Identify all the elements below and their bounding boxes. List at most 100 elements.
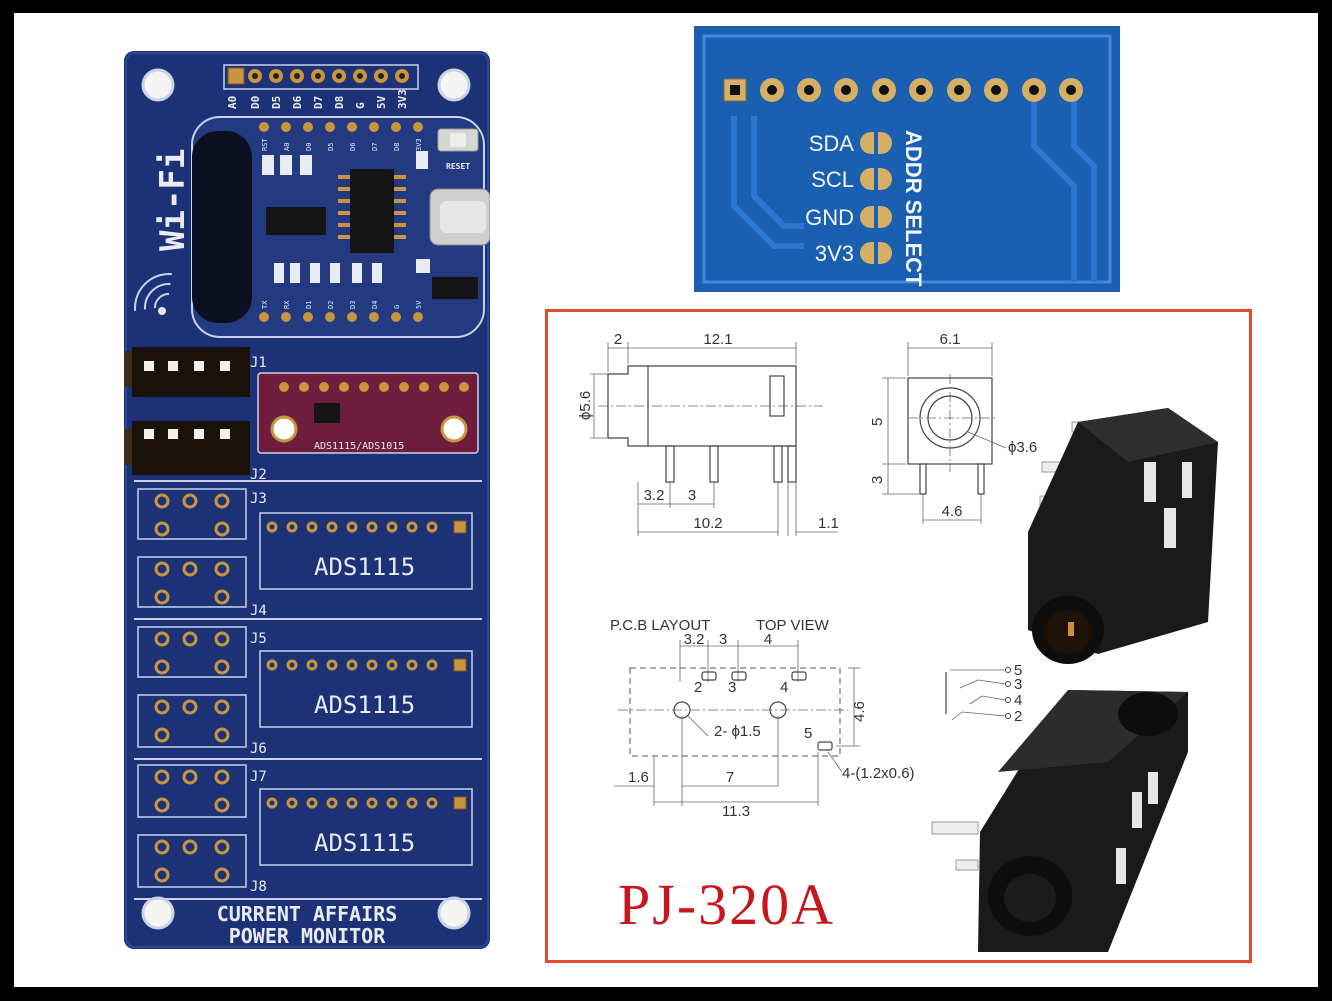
dimension-drawing: 2 12.1 ϕ5.6 3.2 3 10.2 1.1 <box>577 331 1218 952</box>
ads-socket-label: ADS1115 <box>314 691 415 719</box>
usb-serial-chip <box>350 169 394 253</box>
dim-front-bottom: 4.6 <box>942 503 963 520</box>
module-pin-label: A0 <box>283 143 291 151</box>
module-pin-label: D2 <box>327 301 335 309</box>
audio-jack-j1 <box>124 347 250 397</box>
module-pin-label: RST <box>261 138 269 151</box>
reset-label: RESET <box>446 162 470 171</box>
header-label: G <box>354 102 367 109</box>
module-pin-label: D8 <box>393 143 401 151</box>
jack-label: J6 <box>250 741 267 757</box>
board-title-line2: POWER MONITOR <box>229 924 386 948</box>
module-pin-label: G <box>393 305 401 309</box>
dim-side-height: ϕ5.6 <box>577 391 594 420</box>
ads-socket-label: ADS1115 <box>314 829 415 857</box>
header-label: 5V <box>375 95 388 109</box>
jack-label: J4 <box>250 603 267 619</box>
module-pin-label: TX <box>261 300 269 309</box>
schematic-pin: 3 <box>1014 676 1022 693</box>
layout-pin-num: 4 <box>780 679 788 696</box>
jack-footprint-j3 <box>137 488 247 540</box>
header-label: D5 <box>270 96 283 109</box>
addr-pin-label: GND <box>805 205 854 230</box>
dim-front-width: 6.1 <box>940 331 961 348</box>
jack-label: J5 <box>250 631 267 647</box>
dim-side-bottom: 10.2 <box>693 515 722 532</box>
reset-button <box>437 128 479 152</box>
header-label: A0 <box>226 96 239 109</box>
header-label: 3V3 <box>396 89 409 109</box>
header-label: D6 <box>291 95 304 109</box>
addr-pin-label: SDA <box>809 131 855 156</box>
layout-pin-num: 2 <box>694 679 702 696</box>
module-pin-label: 3V3 <box>415 138 423 151</box>
module-pin-label: D1 <box>305 301 313 309</box>
jack-footprint-j7 <box>137 764 247 818</box>
jack-footprint-j6 <box>137 694 247 748</box>
header-pads <box>223 64 419 90</box>
addr-pin-label: 3V3 <box>815 241 854 266</box>
ads-socket-label: ADS1115 <box>314 553 415 581</box>
dim-layout-height: 4.6 <box>851 701 868 722</box>
dim-side-length: 12.1 <box>703 331 732 348</box>
product-image-canvas: A0 D0 D5 D6 D7 D8 G 5V 3V3 Wi-Fi <box>14 13 1318 987</box>
dim-layout-total: 11.3 <box>722 803 750 820</box>
addr-pin-label: SCL <box>811 167 854 192</box>
jack-footprint-j4 <box>137 556 247 608</box>
header-label: D0 <box>249 96 262 109</box>
wifi-icon <box>134 273 172 315</box>
dim-front-h2: 3 <box>869 476 886 484</box>
part-number: PJ-320A <box>618 872 835 937</box>
front-view: 6.1 5 3 ϕ3.6 4.6 <box>869 331 1037 524</box>
header-label: D7 <box>312 96 325 109</box>
jack-photo-bottom <box>931 690 1188 952</box>
module-pin-label: RX <box>283 300 291 309</box>
top-view-label: TOP VIEW <box>756 617 830 634</box>
module-pin-label: D3 <box>349 301 357 309</box>
power-monitor-pcb: A0 D0 D5 D6 D7 D8 G 5V 3V3 Wi-Fi <box>124 51 490 949</box>
dim-layout-left: 1.6 <box>628 769 649 786</box>
module-pin-label: D7 <box>371 143 379 151</box>
dim-layout-mid: 7 <box>726 769 734 786</box>
layout-pin-num: 5 <box>804 725 812 742</box>
addr-header-pads <box>723 78 1083 102</box>
jack-label: J2 <box>250 467 267 483</box>
jack-label: J8 <box>250 879 267 895</box>
wifi-label: Wi-Fi <box>153 149 193 251</box>
jack-photo-top <box>1028 408 1218 664</box>
schematic-pin: 5 <box>1014 662 1022 679</box>
board-title-line1: CURRENT AFFAIRS <box>217 902 398 926</box>
jack-label: J1 <box>250 355 267 371</box>
pj320a-drawing-panel: 2 12.1 ϕ5.6 3.2 3 10.2 1.1 <box>545 309 1252 963</box>
dim-layout-a: 3.2 <box>684 631 705 648</box>
pad-note: 4-(1.2x0.6) <box>842 765 915 782</box>
audio-jack-j2 <box>124 421 250 475</box>
jack-schematic: 5 3 4 2 <box>945 662 1022 725</box>
jack-label: J7 <box>250 769 267 785</box>
jack-footprint-j5 <box>137 626 247 678</box>
jack-label: J3 <box>250 491 267 507</box>
addr-jumper-pads <box>860 132 892 264</box>
ads-adc-module: ADS1115/ADS1015 <box>257 372 479 454</box>
module-pin-label: 5V <box>415 300 423 309</box>
wifi-module: Wi-Fi RST A0 D0 D5 D6 D7 <box>134 116 490 338</box>
module-pin-label: D4 <box>371 301 379 309</box>
pcb-layout-view: P.C.B LAYOUT TOP VIEW 3.2 3 4 2 3 <box>610 617 915 820</box>
dim-front-h1: 5 <box>869 418 886 426</box>
dim-layout-b: 3 <box>719 631 727 648</box>
hole-note: 2- ϕ1.5 <box>714 723 761 740</box>
dim-side-p1: 3.2 <box>644 487 665 504</box>
side-view: 2 12.1 ϕ5.6 3.2 3 10.2 1.1 <box>577 331 839 536</box>
module-pin-label: D6 <box>349 143 357 151</box>
dim-side-2: 2 <box>614 331 622 348</box>
address-select-board: SDA SCL GND 3V3 ADDR SELECT <box>694 26 1120 292</box>
ads-socket-1 <box>259 512 473 590</box>
ads-socket-2 <box>259 650 473 728</box>
jack-footprint-j8 <box>137 834 247 888</box>
module-pin-label: D5 <box>327 143 335 151</box>
ads-socket-3 <box>259 788 473 866</box>
header-label: D8 <box>333 96 346 109</box>
module-pin-label: D0 <box>305 143 313 151</box>
dim-front-hole: ϕ3.6 <box>1008 439 1037 456</box>
pcb-layout-label: P.C.B LAYOUT <box>610 617 710 634</box>
